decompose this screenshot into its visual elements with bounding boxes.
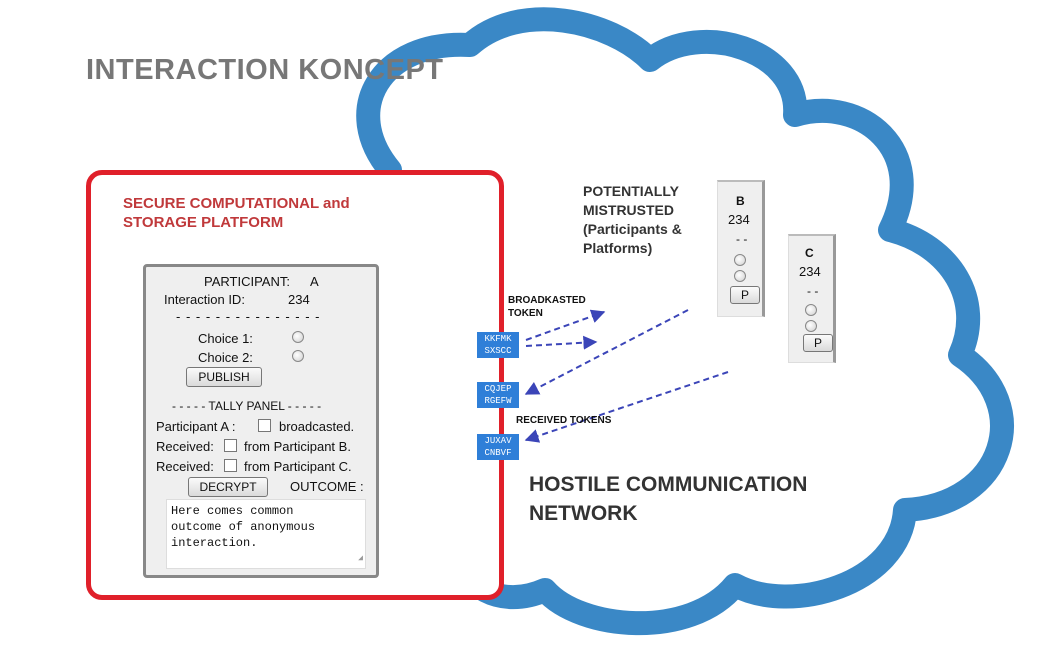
choice-1-label: Choice 1:: [198, 331, 253, 346]
arrow-received-from-b: [524, 309, 689, 395]
tally-row-c-label: Received:: [156, 459, 214, 474]
mistrusted-line1: POTENTIALLY: [583, 183, 679, 199]
tally-row-c-suffix: from Participant C.: [244, 459, 352, 474]
publish-button[interactable]: PUBLISH: [186, 367, 262, 387]
token-broadcast: KKFMK SXSCC: [477, 332, 519, 358]
arrow-broadcast-1: [525, 309, 606, 341]
received-c-checkbox[interactable]: [224, 459, 237, 472]
participant-card-c: C 234 - - P: [788, 234, 836, 363]
tally-panel-header: - - - - - TALLY PANEL - - - - -: [172, 399, 322, 413]
tally-row-b-label: Received:: [156, 439, 214, 454]
card-c-radio-2[interactable]: [805, 320, 817, 332]
decrypt-button[interactable]: DECRYPT: [188, 477, 268, 497]
page-title: INTERACTION KONCEPT: [86, 54, 444, 86]
tally-row-b-suffix: from Participant B.: [244, 439, 351, 454]
interaction-id-value: 234: [288, 292, 310, 307]
resize-grip-icon[interactable]: ◢: [358, 554, 363, 563]
arrow-received-from-c: [524, 371, 729, 443]
separator-line: - - - - - - - - - - - - - - -: [176, 309, 321, 324]
card-c-participant: C: [805, 246, 814, 260]
tally-row-a-suffix: broadcasted.: [279, 419, 355, 434]
outcome-textarea[interactable]: Here comes common outcome of anonymous i…: [166, 499, 366, 569]
card-c-radio-1[interactable]: [805, 304, 817, 316]
outcome-text: Here comes common outcome of anonymous i…: [171, 504, 316, 550]
card-b-id: 234: [728, 212, 750, 227]
card-c-dashes: - -: [807, 284, 819, 298]
interaction-id-label: Interaction ID:: [164, 292, 245, 307]
token-received-b-line2: RGEFW: [484, 396, 512, 406]
participant-card-b: B 234 - - P: [717, 180, 765, 317]
token-broadcast-line1: KKFMK: [484, 334, 512, 344]
received-tokens-label: RECEIVED TOKENS: [516, 415, 612, 426]
broadcasted-checkbox[interactable]: [258, 419, 271, 432]
token-received-c: JUXAV CNBVF: [477, 434, 519, 460]
card-b-publish-button[interactable]: P: [730, 286, 760, 304]
token-received-b-line1: CQJEP: [484, 384, 512, 394]
token-broadcast-line2: SXSCC: [484, 346, 512, 356]
participant-value: A: [310, 274, 319, 289]
token-received-c-line1: JUXAV: [484, 436, 512, 446]
outcome-label: OUTCOME :: [290, 479, 364, 494]
mistrusted-line3: (Participants &: [583, 221, 682, 237]
participant-panel: PARTICIPANT: A Interaction ID: 234 - - -…: [143, 264, 379, 578]
tally-row-a-label: Participant A :: [156, 419, 236, 434]
card-b-radio-2[interactable]: [734, 270, 746, 282]
mistrusted-label: POTENTIALLY MISTRUSTED (Participants & P…: [583, 182, 682, 258]
arrow-broadcast-2: [525, 335, 598, 350]
card-b-participant: B: [736, 194, 745, 208]
card-b-radio-1[interactable]: [734, 254, 746, 266]
choice-1-radio[interactable]: [292, 331, 304, 343]
mistrusted-line4: Platforms): [583, 240, 653, 256]
broadcasted-label-line2: TOKEN: [508, 308, 543, 319]
hostile-line1: HOSTILE COMMUNICATION: [529, 473, 808, 496]
hostile-network-label: HOSTILE COMMUNICATION NETWORK: [529, 470, 807, 528]
broadcasted-label-line1: BROADKASTED: [508, 295, 586, 306]
platform-title-line1: SECURE COMPUTATIONAL and: [123, 195, 350, 212]
mistrusted-line2: MISTRUSTED: [583, 202, 674, 218]
broadcasted-token-label: BROADKASTED TOKEN: [508, 294, 586, 320]
token-received-c-line2: CNBVF: [484, 448, 512, 458]
platform-title-line2: STORAGE PLATFORM: [123, 214, 284, 231]
token-received-b: CQJEP RGEFW: [477, 382, 519, 408]
received-b-checkbox[interactable]: [224, 439, 237, 452]
participant-label: PARTICIPANT:: [204, 274, 290, 289]
platform-title: SECURE COMPUTATIONAL and STORAGE PLATFOR…: [123, 194, 403, 232]
network-cloud: [356, 7, 1014, 636]
choice-2-label: Choice 2:: [198, 350, 253, 365]
card-c-id: 234: [799, 264, 821, 279]
card-b-dashes: - -: [736, 232, 748, 246]
hostile-line2: NETWORK: [529, 502, 638, 525]
choice-2-radio[interactable]: [292, 350, 304, 362]
card-c-publish-button[interactable]: P: [803, 334, 833, 352]
